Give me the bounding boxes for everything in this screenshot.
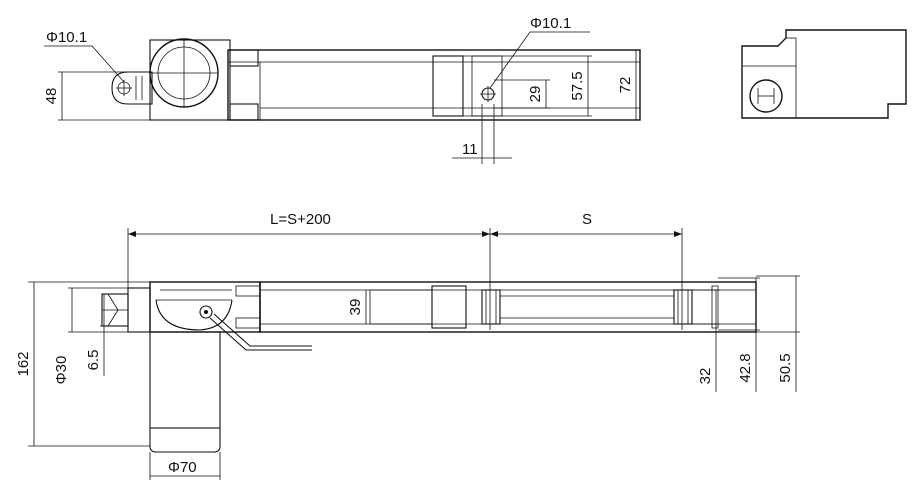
top-dim-48: 48 <box>43 88 60 105</box>
top-dim-57-5: 57.5 <box>569 71 586 100</box>
front-motor-housing <box>149 281 261 333</box>
front-dim-162: 162 <box>15 351 32 376</box>
front-carriage-1 <box>481 289 501 325</box>
top-rear-clevis <box>111 71 153 105</box>
front-dim-32: 32 <box>697 368 714 385</box>
front-dim-42-8: 42.8 <box>737 353 754 382</box>
front-cable <box>209 317 312 351</box>
end-view <box>741 29 907 119</box>
top-dim-11: 11 <box>462 141 478 158</box>
front-motor-cap <box>149 427 221 453</box>
top-left-dia-label: Φ10.1 <box>46 29 87 46</box>
top-right-dia-label: Φ10.1 <box>530 15 571 32</box>
top-view: Φ10.1 Φ10.1 48 29 57.5 72 11 <box>43 15 641 164</box>
top-end-block <box>432 55 464 117</box>
front-dim-6-5: 6.5 <box>85 350 102 371</box>
front-dim-39: 39 <box>347 299 364 316</box>
front-connector <box>199 305 213 319</box>
front-length-label: L=S+200 <box>270 211 331 228</box>
front-stroke-label: S <box>582 211 592 228</box>
front-motor-body <box>149 331 221 429</box>
top-tube-body <box>227 49 641 121</box>
top-dim-29: 29 <box>527 86 544 103</box>
top-dim-72: 72 <box>617 77 634 94</box>
front-view: L=S+200 S <box>15 211 800 480</box>
front-tube-collar <box>431 285 467 329</box>
front-carriage-2 <box>673 289 693 325</box>
end-view-hole <box>749 79 783 113</box>
front-dim-dia30: Φ30 <box>53 356 70 385</box>
end-view-outline <box>741 29 907 119</box>
top-motor-housing <box>149 39 231 121</box>
front-dim-50-5: 50.5 <box>777 353 794 382</box>
front-dim-dia70: Φ70 <box>168 459 197 476</box>
